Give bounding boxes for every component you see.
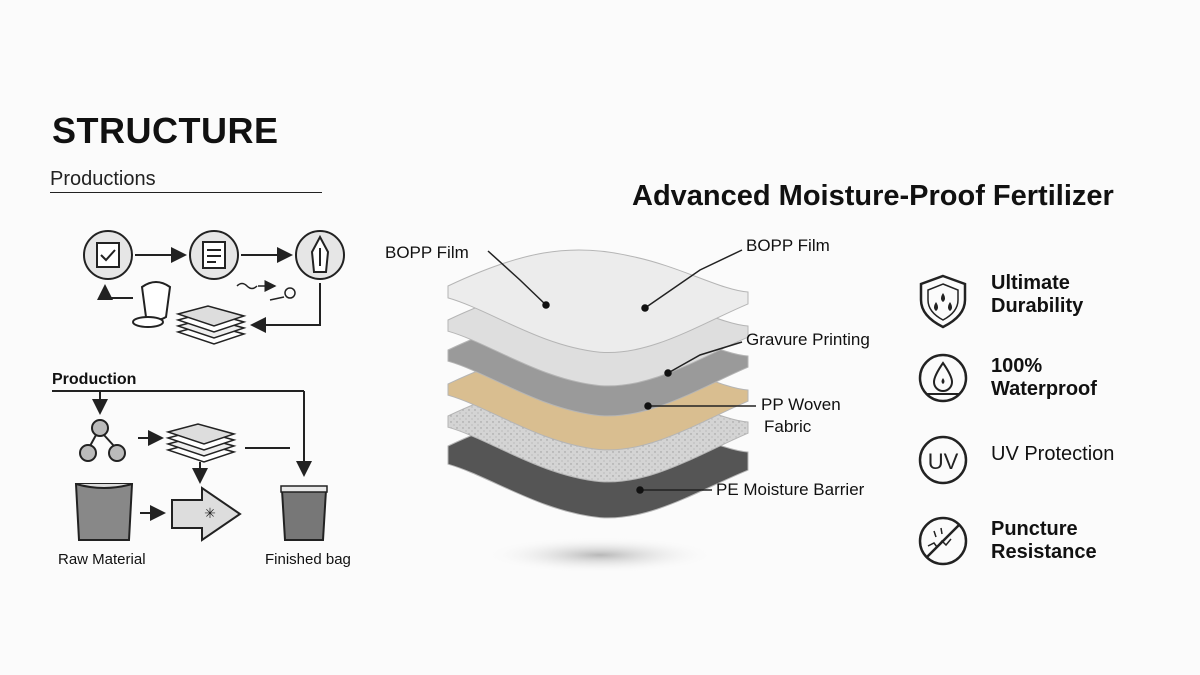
feature-line2: Waterproof (991, 378, 1097, 400)
diagram-title: Advanced Moisture-Proof Fertilizer (632, 180, 1114, 212)
document-icon (189, 230, 239, 280)
raw-material-label: Raw Material (58, 551, 146, 568)
callout-bopp-film-left: BOPP Film (385, 243, 469, 262)
feature-ultimate-durability: Ultimate Durability (991, 272, 1083, 318)
production-heading: Production (52, 371, 137, 388)
rocket-icon (295, 230, 345, 280)
svg-text:✳: ✳ (204, 506, 216, 522)
callout-lines (487, 249, 756, 494)
stack-shadow (485, 537, 715, 573)
shield-drops-icon (919, 274, 967, 329)
callout-pe-moisture-barrier: PE Moisture Barrier (716, 480, 865, 499)
layer-sheet (447, 249, 749, 354)
feature-line1: Ultimate (991, 272, 1070, 294)
productions-heading: Productions (50, 168, 156, 190)
feature-line1: 100% (991, 355, 1043, 377)
feature-waterproof: 100% Waterproof (991, 355, 1097, 401)
molecule-icon (79, 419, 126, 462)
stacked-sheets-icon (175, 305, 247, 345)
finished-bag-icon (280, 485, 328, 541)
svg-text:UV: UV (928, 449, 959, 474)
feature-line1: UV Protection (991, 443, 1115, 465)
feature-line2: Durability (991, 295, 1084, 317)
small-arrows-icon (236, 280, 296, 301)
callout-pp-woven-line2: Fabric (764, 417, 812, 436)
uv-icon: UV (918, 435, 968, 485)
callout-bopp-film-right: BOPP Film (746, 236, 830, 255)
puncture-icon (918, 516, 968, 566)
callout-pp-woven-line1: PP Woven (761, 395, 841, 414)
productions-divider (50, 192, 322, 193)
raw-material-bag-icon (74, 483, 134, 541)
callout-gravure-printing: Gravure Printing (746, 330, 870, 349)
sack-icon (132, 281, 172, 328)
feature-line1: Puncture (991, 518, 1078, 540)
page-title: STRUCTURE (52, 110, 279, 151)
feature-line2: Resistance (991, 541, 1097, 563)
water-drop-icon (918, 353, 968, 403)
feature-puncture-resistance: Puncture Resistance (991, 518, 1097, 564)
callout-pp-woven-fabric: PP Woven Fabric (761, 394, 841, 438)
process-arrow-icon: ✳ (171, 486, 242, 542)
feature-uv-protection: UV Protection (991, 443, 1114, 466)
checklist-icon (83, 230, 133, 280)
finished-bag-label: Finished bag (265, 551, 351, 568)
stacked-sheets-icon (165, 423, 237, 463)
